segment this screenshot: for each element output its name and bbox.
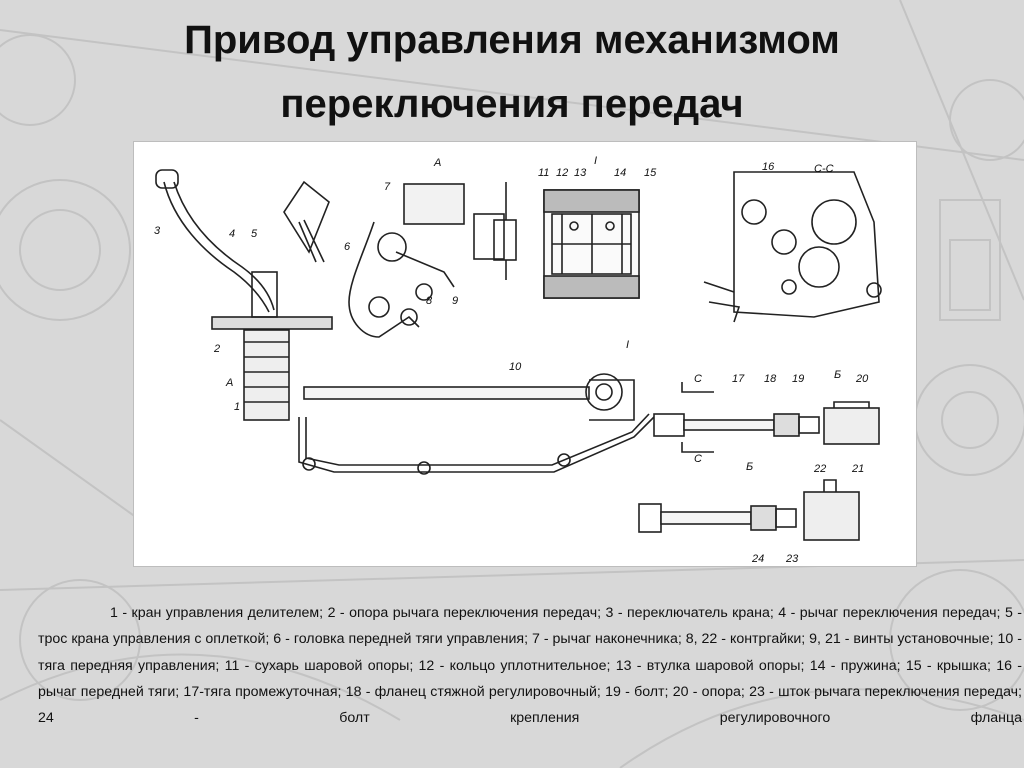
callout-10: 10 [509, 361, 522, 373]
slide-title-line-2: переключения передач [280, 82, 744, 126]
detail-label-i-rod: I [626, 339, 629, 351]
callout-16: 16 [762, 161, 775, 173]
callout-3: 3 [154, 225, 161, 237]
gear-lever-assembly [155, 169, 333, 421]
callouts: 1 2 3 4 5 6 7 8 9 10 11 12 13 14 15 16 1… [154, 161, 869, 565]
callout-14: 14 [614, 167, 626, 179]
callout-9: 9 [452, 295, 458, 307]
callout-23: 23 [785, 553, 799, 565]
intermediate-rod-assembly [653, 401, 880, 445]
callout-18: 18 [764, 373, 777, 385]
view-labels: А А Б Б С С С-С I I [225, 155, 841, 473]
callout-15: 15 [644, 167, 657, 179]
view-label-c-c: С-С [814, 163, 834, 175]
callout-7: 7 [384, 181, 391, 193]
callout-11: 11 [538, 167, 549, 179]
slide-title: Привод управления механизмом переключени… [0, 8, 1024, 136]
callout-2: 2 [213, 343, 220, 355]
view-label-a: А [433, 157, 441, 169]
gearshift-drive-diagram: 1 2 3 4 5 6 7 8 9 10 11 12 13 14 15 16 1… [154, 155, 882, 565]
callout-22: 22 [813, 463, 826, 475]
section-label-c-bottom: С [694, 453, 702, 465]
callout-20: 20 [855, 373, 869, 385]
callout-8: 8 [426, 295, 433, 307]
ball-joint-section [543, 189, 640, 299]
callout-6: 6 [344, 241, 351, 253]
view-label-b-arrow: Б [834, 369, 841, 381]
view-label-a-arrow: А [225, 377, 233, 389]
front-control-rod [303, 373, 635, 421]
callout-5: 5 [251, 228, 258, 240]
view-label-b: Б [746, 461, 753, 473]
callout-4: 4 [229, 228, 235, 240]
callout-13: 13 [574, 167, 587, 179]
callout-19: 19 [792, 373, 804, 385]
callout-24: 24 [751, 553, 764, 565]
section-label-c-top: С [694, 373, 702, 385]
view-b-assembly [638, 479, 860, 541]
view-a-linkage [348, 182, 517, 338]
bracket-section-c [703, 171, 882, 323]
lower-linkage [298, 413, 655, 475]
diagram-legend: 1 - кран управления делителем; 2 - опора… [38, 605, 1022, 727]
callout-21: 21 [851, 463, 864, 475]
callout-1: 1 [234, 401, 240, 413]
callout-17: 17 [732, 373, 745, 385]
diagram-figure: 1 2 3 4 5 6 7 8 9 10 11 12 13 14 15 16 1… [134, 142, 916, 566]
detail-label-i-top: I [594, 155, 597, 167]
slide-title-line-1: Привод управления механизмом [184, 18, 840, 62]
callout-12: 12 [556, 167, 568, 179]
